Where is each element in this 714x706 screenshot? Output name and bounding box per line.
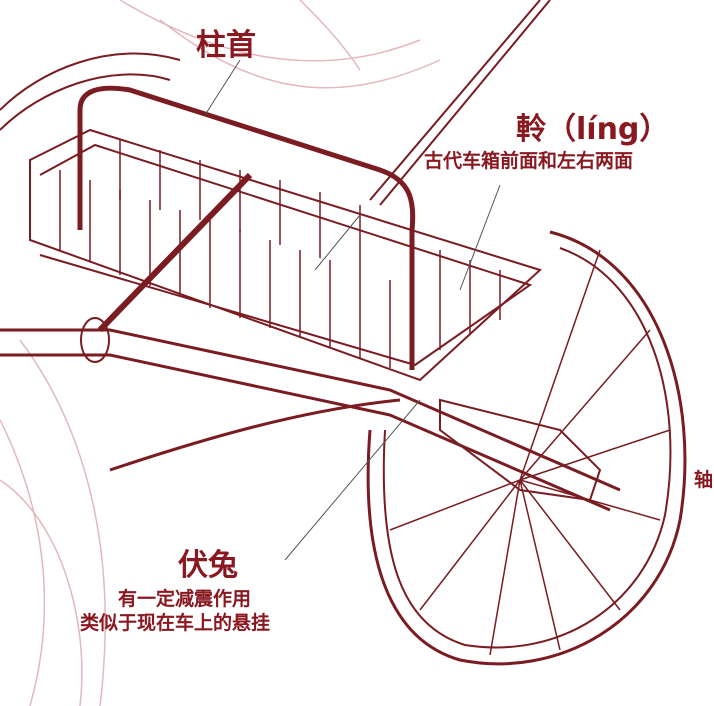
label-ling-desc: 古代车箱前面和左右两面 xyxy=(424,150,634,172)
leader-lines xyxy=(204,59,501,561)
wheel-spokes xyxy=(389,249,671,656)
chariot-lines xyxy=(0,0,687,666)
label-ling-title: 軨（líng） xyxy=(516,112,670,147)
label-futu-title: 伏兔 xyxy=(178,548,238,583)
faint-sketch-lines xyxy=(0,0,441,706)
rear-wheel xyxy=(0,52,181,111)
label-futu-desc1: 有一定减震作用 xyxy=(118,588,252,610)
front-wheel xyxy=(366,230,687,666)
label-zhou: 轴 xyxy=(694,469,714,491)
label-futu-desc2: 类似于现在车上的悬挂 xyxy=(80,612,271,634)
label-zhushou: 柱首 xyxy=(196,28,256,63)
